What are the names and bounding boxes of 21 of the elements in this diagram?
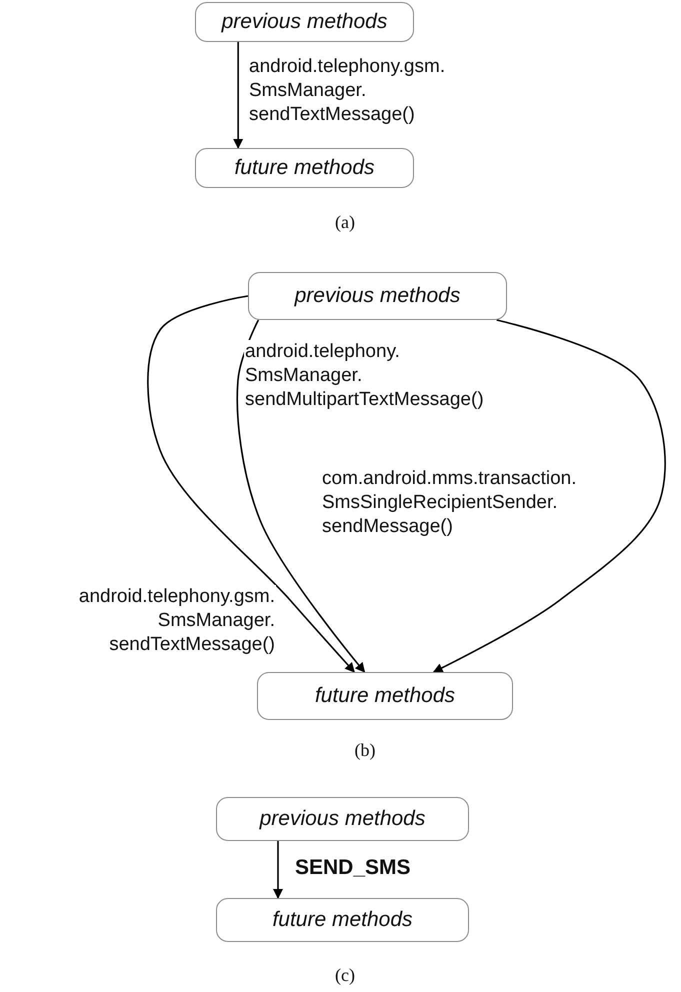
edge-label: SEND_SMS [294, 856, 412, 880]
node-label: future methods [272, 908, 413, 932]
rounded-box [195, 2, 414, 42]
node-label: previous methods [222, 10, 388, 34]
rounded-box [248, 272, 507, 320]
panel-caption: (a) [335, 212, 355, 233]
rounded-box [195, 148, 414, 188]
arrow [147, 295, 355, 673]
arrow [432, 319, 666, 673]
panel-caption: (c) [335, 965, 355, 986]
node-label: future methods [234, 156, 375, 180]
arrow [236, 320, 366, 673]
panel-caption: (b) [354, 740, 376, 761]
rounded-box [216, 898, 469, 942]
node-label: previous methods [294, 284, 460, 308]
node-label: previous methods [260, 807, 426, 831]
arrow [233, 42, 244, 149]
arrow [272, 841, 283, 899]
rounded-box [257, 672, 513, 720]
rounded-box [216, 797, 469, 841]
node-label: future methods [314, 684, 456, 708]
